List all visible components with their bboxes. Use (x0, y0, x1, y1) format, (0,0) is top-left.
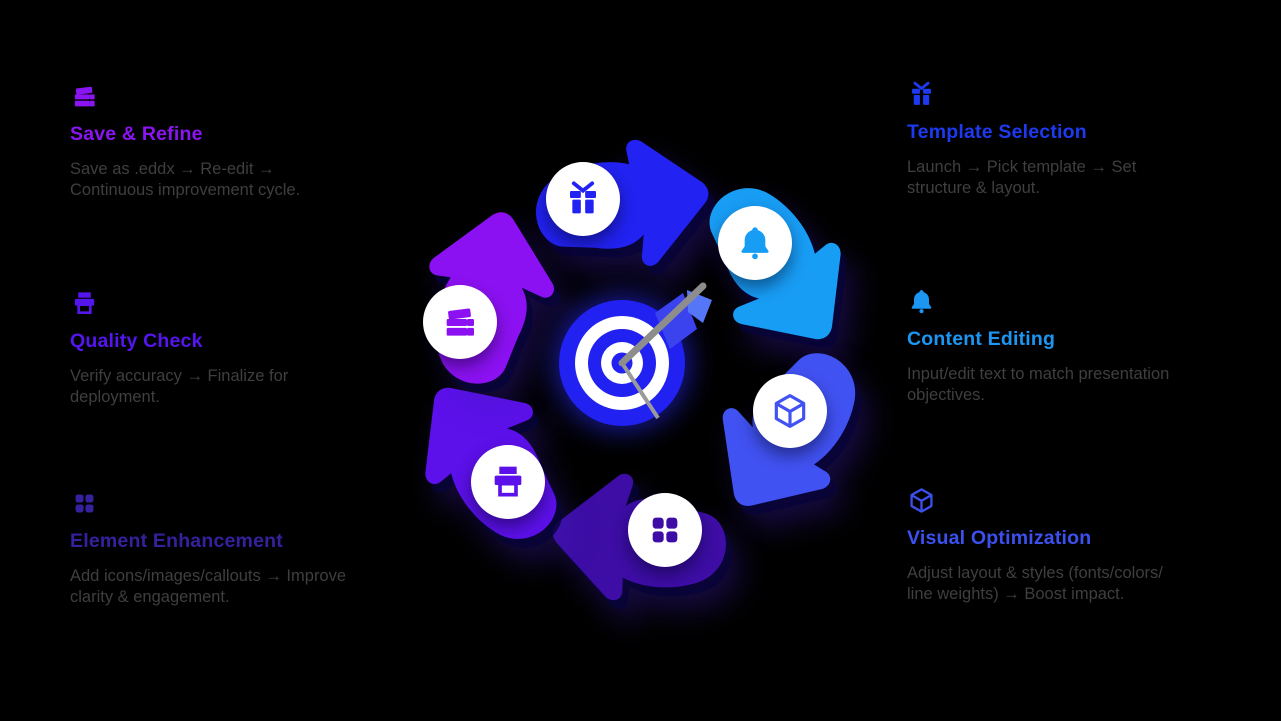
bell-icon (718, 206, 792, 280)
grid-icon (70, 489, 400, 521)
cube-icon (753, 374, 827, 448)
wallet-icon (70, 82, 400, 114)
dart-fletching-dark (655, 293, 697, 349)
printer-icon (70, 289, 400, 321)
panel-description: Save as .eddx → Re-edit → Continuous imp… (70, 160, 301, 199)
wallet-icon (423, 285, 497, 359)
panel-visual-optimization: Visual Optimization Adjust layout & styl… (907, 486, 1237, 605)
panel-element-enhancement: Element Enhancement Add icons/images/cal… (70, 489, 400, 608)
panel-description: Launch → Pick template → Set structure &… (907, 158, 1137, 197)
panel-template-selection: Template Selection Launch → Pick templat… (907, 80, 1237, 199)
panel-content-editing: Content Editing Input/edit text to match… (907, 287, 1237, 406)
gift-icon (546, 162, 620, 236)
bell-icon (907, 287, 1237, 319)
panel-save-refine: Save & Refine Save as .eddx → Re-edit → … (70, 82, 400, 201)
panel-title: Content Editing (907, 328, 1056, 350)
panel-description: Verify accuracy → Finalize for deploymen… (70, 367, 289, 406)
panel-title: Visual Optimization (907, 527, 1092, 549)
panel-description: Add icons/images/callouts → Improve clar… (70, 567, 347, 606)
bullseye-target (522, 263, 722, 463)
dart-shaft (618, 282, 707, 367)
cube-icon (907, 486, 1237, 518)
printer-icon (471, 445, 545, 519)
panel-title: Template Selection (907, 121, 1087, 143)
panel-description: Input/edit text to match presentation ob… (907, 365, 1170, 404)
panel-title: Element Enhancement (70, 530, 283, 552)
panel-title: Save & Refine (70, 123, 203, 145)
panel-title: Quality Check (70, 330, 203, 352)
grid-icon (628, 493, 702, 567)
panel-quality-check: Quality Check Verify accuracy → Finalize… (70, 289, 400, 408)
gift-icon (907, 80, 1237, 112)
panel-description: Adjust layout & styles (fonts/colors/ li… (907, 564, 1163, 603)
dart-tip (620, 361, 660, 420)
